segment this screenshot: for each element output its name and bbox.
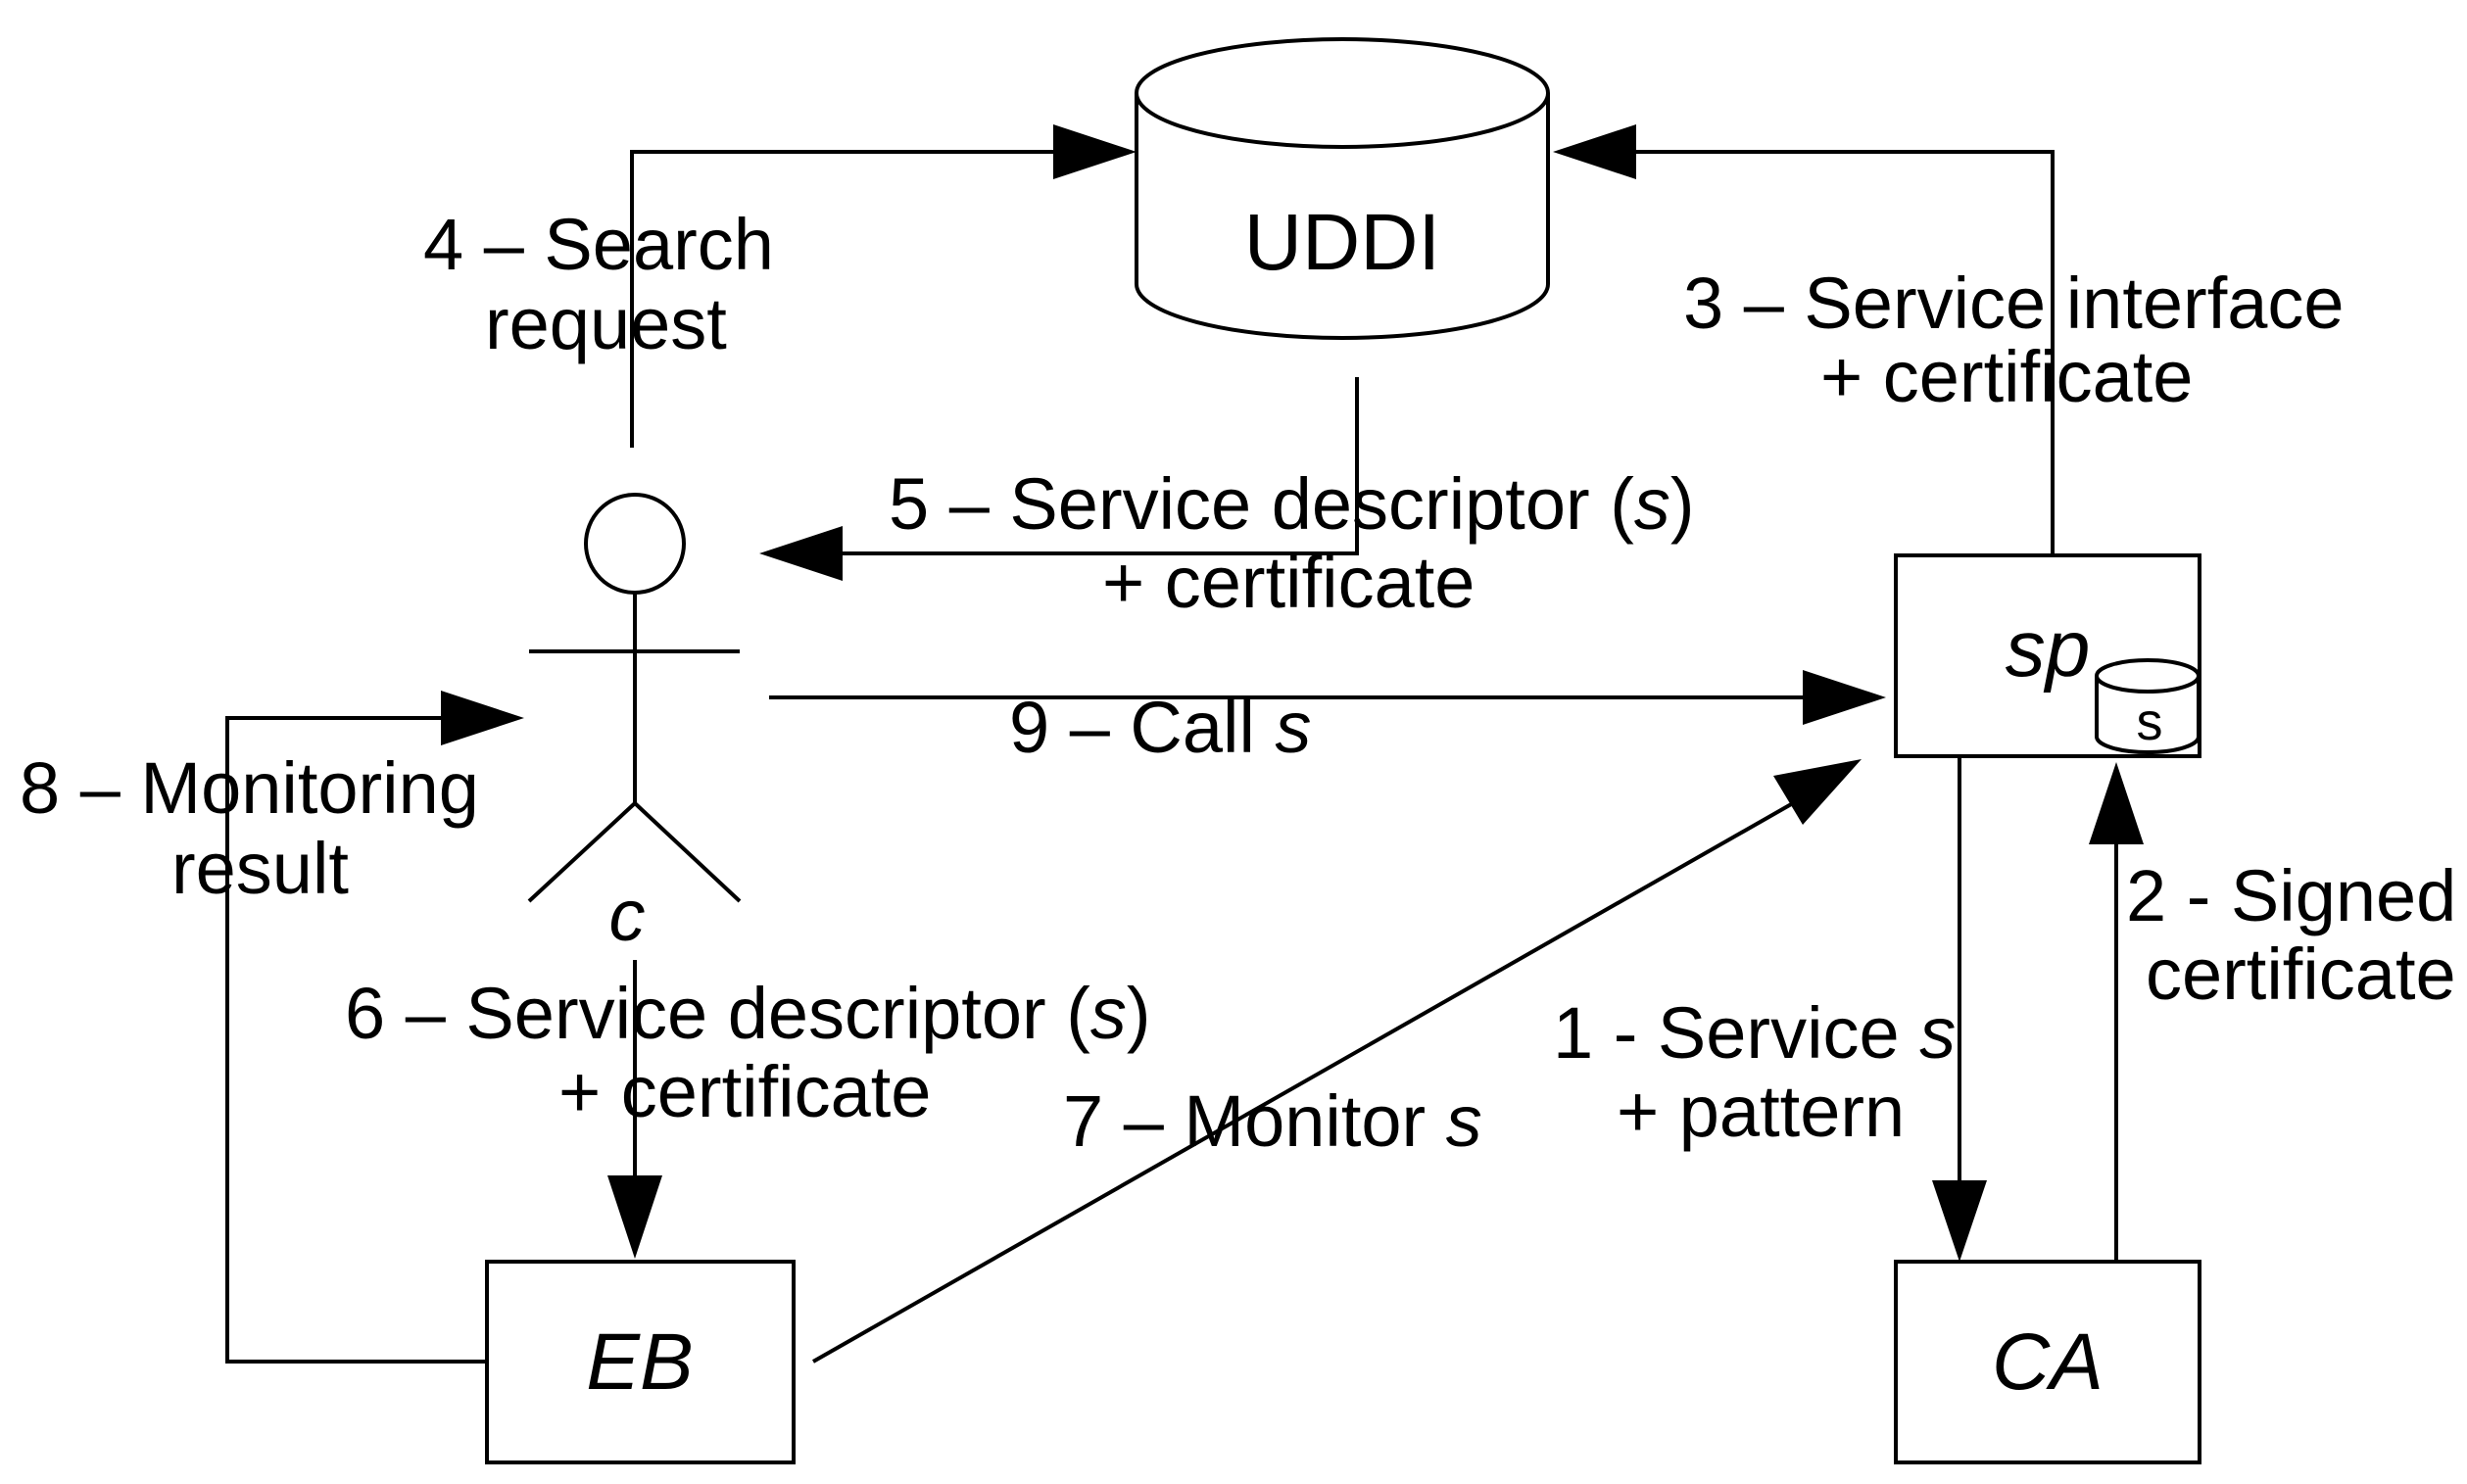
service-store-label: s (2137, 693, 2163, 751)
edge-1-label-line2: + pattern (1617, 1071, 1905, 1152)
edge-8-label-line2: result (171, 828, 349, 909)
edge-4-label-line1: 4 – Search (423, 204, 774, 285)
uddi-label: UDDI (1244, 198, 1440, 287)
edge-9-call-service: 9 – Call s (769, 670, 1886, 768)
consumer-label: c (609, 875, 646, 956)
edge-4-label-line2: request (485, 283, 727, 364)
edge-1-service-pattern: 1 - Service s + pattern (1553, 756, 1987, 1262)
edge-7-label: 7 – Monitor s (1063, 1080, 1482, 1162)
edge-2-signed-certificate: 2 - Signed certificate (2089, 762, 2456, 1262)
edge-7-monitor-service: 7 – Monitor s (812, 759, 1862, 1364)
service-provider-label: sp (2006, 604, 2091, 694)
ca-label: CA (1992, 1317, 2104, 1407)
uddi-database: UDDI (1135, 37, 1550, 340)
edge-5-label-line2: + certificate (1102, 542, 1475, 623)
edge-3-label-line2: + certificate (1820, 336, 2193, 417)
ca-box: CA (1894, 1260, 2201, 1464)
consumer-actor: c (527, 493, 742, 956)
service-provider-box: sp s (1894, 553, 2201, 758)
eb-box: EB (485, 1260, 796, 1464)
edge-3-service-interface: 3 – Service interface + certificate (1553, 124, 2345, 555)
edge-5-label-line1: 5 – Service descriptor (s) (889, 463, 1695, 545)
edge-8-monitoring-result: 8 – Monitoring result (20, 691, 524, 1364)
edge-6-service-descriptor: 6 – Service descriptor (s) + certificate (345, 960, 1151, 1259)
edge-4-search-request: 4 – Search request (423, 124, 1137, 448)
edge-9-label: 9 – Call s (1009, 687, 1311, 768)
edge-1-label-line1: 1 - Service s (1553, 992, 1956, 1074)
service-store-icon: s (2095, 658, 2201, 754)
edge-2-label-line2: certificate (2146, 933, 2456, 1015)
edge-3-label-line1: 3 – Service interface (1683, 263, 2345, 344)
edge-2-label-line1: 2 - Signed (2126, 855, 2456, 936)
eb-label: EB (586, 1317, 693, 1407)
edge-6-label-line2: + certificate (558, 1051, 931, 1132)
edge-8-label-line1: 8 – Monitoring (20, 747, 479, 829)
edge-6-label-line1: 6 – Service descriptor (s) (345, 973, 1151, 1054)
edge-5-service-descriptor: 5 – Service descriptor (s) + certificate (759, 377, 1695, 623)
